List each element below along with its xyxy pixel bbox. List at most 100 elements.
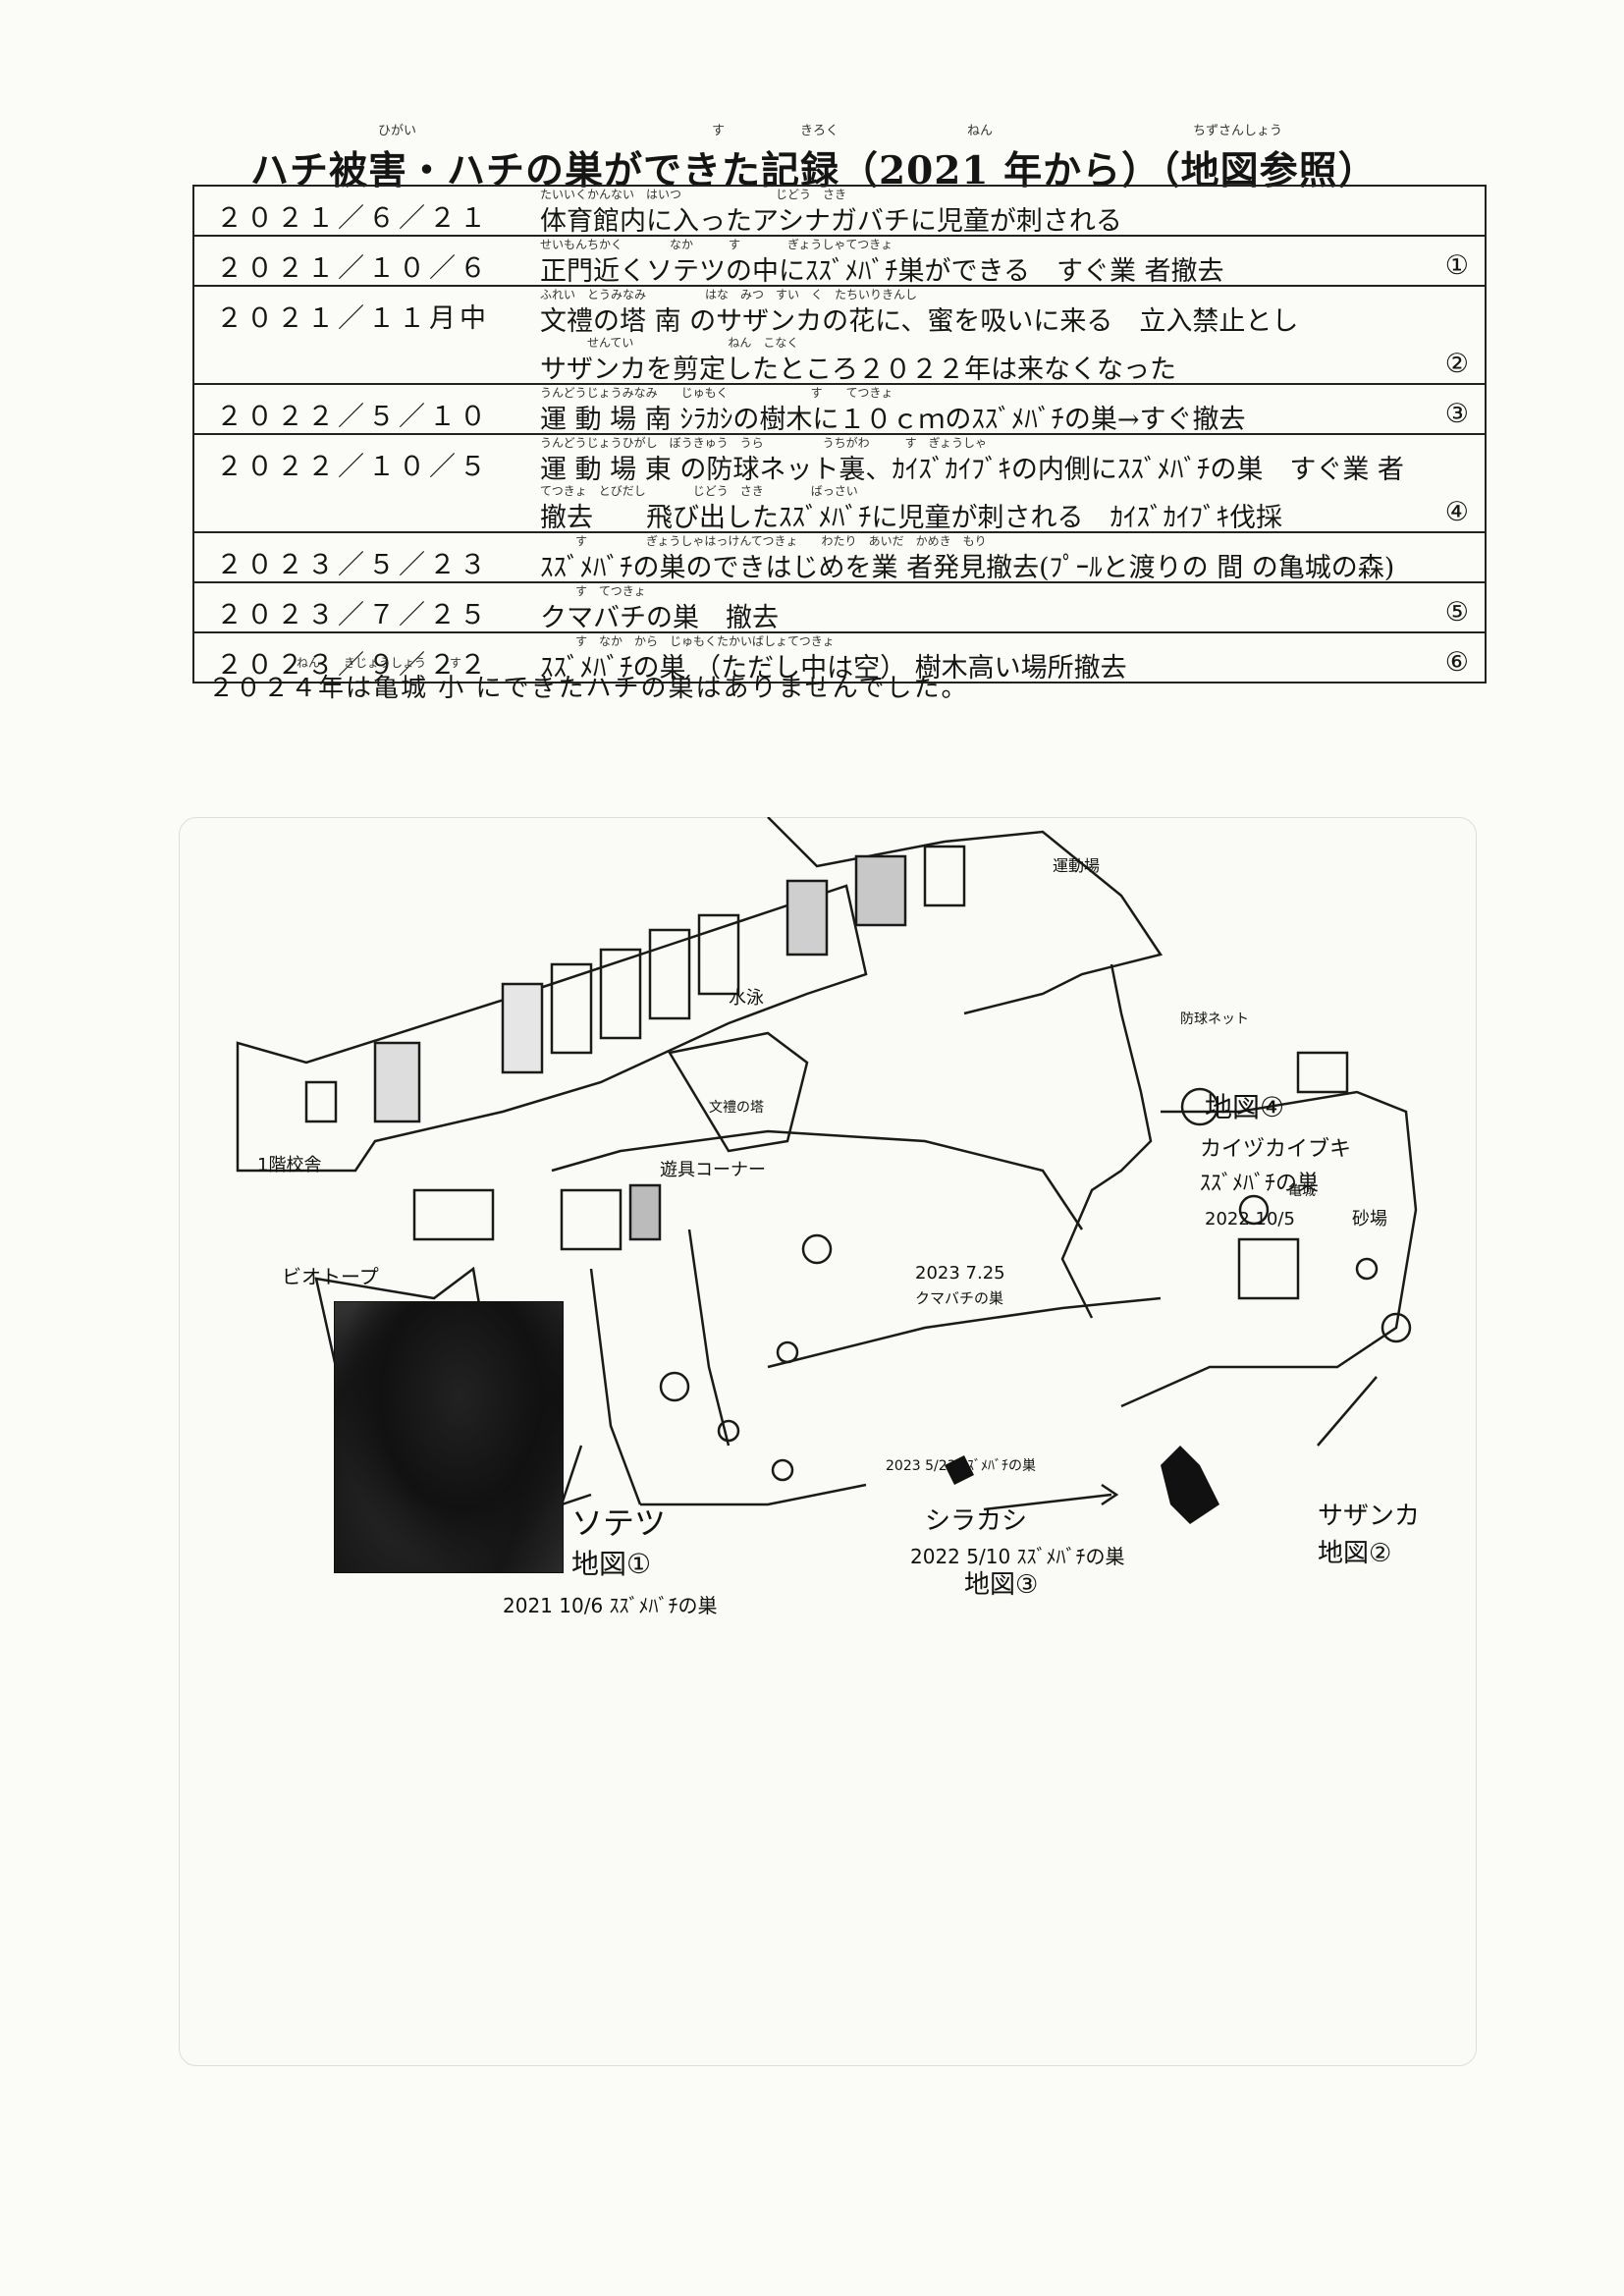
map-ref-mark: ⑥ — [1444, 647, 1469, 678]
ruby-text: ねん — [967, 124, 994, 138]
map-ref-mark: ③ — [1444, 399, 1469, 429]
tree-icon — [1238, 1194, 1270, 1226]
fence-line — [687, 1229, 731, 1447]
building-block — [304, 1080, 338, 1123]
map-label: サザンカ — [1318, 1502, 1420, 1531]
map-label: シラカシ — [925, 1506, 1027, 1536]
building-block — [501, 982, 544, 1074]
building-block — [628, 1183, 662, 1241]
building-block — [648, 928, 691, 1020]
desc-text: サザンカを剪定したところ２０２２年は来なくなった — [540, 355, 1176, 385]
boundary-line — [1060, 963, 1153, 1319]
map-ref-mark: ⑤ — [1444, 597, 1469, 628]
record-date: ２０２１／１１月中 — [193, 285, 540, 385]
map-label: 2022 10/5 — [1205, 1209, 1295, 1230]
ruby-text: うんどうじょうみなみ じゅもく す てつきょ — [540, 386, 893, 400]
nest-icon — [945, 1455, 974, 1485]
map-label: 水泳 — [729, 988, 764, 1009]
table-row: ２０２３／９／２２ す なか から じゅもくたかいばしょてつきょ ｽｽﾞﾒﾊﾞﾁ… — [193, 631, 1486, 683]
desc-line: せんてい ねん こなく サザンカを剪定したところ２０２２年は来なくなった ② — [540, 335, 1485, 385]
desc-text: 撤去 飛び出したｽｽﾞﾒﾊﾞﾁに児童が刺される ｶｲｽﾞｶｲﾌﾞｷ伐採 — [540, 503, 1282, 533]
ruby-text: たいいくかんない はいつ じどう さき — [540, 188, 847, 201]
tree-icon — [776, 1340, 799, 1364]
record-desc: ふれい とうみなみ はな みつ すい く たちいりきんし 文禮の塔 南 のサザン… — [540, 285, 1486, 385]
tree-icon — [771, 1458, 794, 1482]
building-block — [1237, 1237, 1300, 1300]
tree-icon — [1380, 1312, 1412, 1343]
map-label: 1階校舎 — [257, 1155, 321, 1175]
map-label: 砂場 — [1352, 1209, 1387, 1230]
record-date: ２０２１／１０／６ — [193, 235, 540, 287]
note-ruby: ねん きじょうしょう す — [208, 654, 895, 670]
desc-line: うんどうじょうひがし ぼうきゅう うら うちがわ す ぎょうしゃ 運 動 場 東… — [540, 435, 1485, 485]
table-row: ２０２３／５／２３ す ぎょうしゃはっけんてつきょ わたり あいだ かめき もり… — [193, 531, 1486, 583]
boundary-line — [551, 1129, 1084, 1230]
arrow-icon — [1101, 1483, 1119, 1506]
tree-icon — [659, 1371, 690, 1402]
map-label: 地図④ — [1205, 1091, 1284, 1123]
record-desc: す なか から じゅもくたかいばしょてつきょ ｽｽﾞﾒﾊﾞﾁの巣 （ただし中は空… — [540, 631, 1486, 683]
desc-text: クマバチの巣 撤去 — [540, 603, 779, 633]
title-ruby: ひがい す きろく ねん ちずさんしょう — [339, 120, 1321, 139]
building-outline — [236, 884, 868, 1173]
ruby-text: ひがい — [378, 124, 417, 138]
biotope-area — [314, 1266, 485, 1369]
record-date: ２０２３／７／２５ — [193, 581, 540, 633]
map-label: 亀城 — [1288, 1183, 1316, 1199]
map-label: ソテツ — [571, 1504, 666, 1542]
desc-line: うんどうじょうみなみ じゅもく す てつきょ 運 動 場 南 ｼﾗｶｼの樹木に１… — [540, 385, 1485, 435]
map-label: クマバチの巣 — [915, 1289, 1003, 1307]
record-date: ２０２２／５／１０ — [193, 383, 540, 435]
tree-icon — [801, 1233, 833, 1265]
map-label: 地図① — [571, 1548, 651, 1580]
ruby-text: す てつきょ — [540, 584, 646, 598]
table-row: ２０２３／７／２５ す てつきょ クマバチの巣 撤去 ⑤ — [193, 581, 1486, 633]
record-desc: す てつきょ クマバチの巣 撤去 ⑤ — [540, 581, 1486, 633]
map-label: ｽｽﾞﾒﾊﾞﾁの巣 — [1200, 1172, 1319, 1196]
school-map: 1階校舎 ビオトープ 遊具コーナー 水泳 砂場 亀城 運動場 防球ネット 文禮の… — [236, 817, 1420, 1617]
tree-icon — [1180, 1087, 1219, 1126]
boundary-line — [1120, 1090, 1418, 1408]
desc-line: せいもんちかく なか す ぎょうしゃてつきょ 正門近くソテツの中にｽｽﾞﾒﾊﾞﾁ… — [540, 237, 1485, 287]
fence-line — [589, 1268, 642, 1505]
desc-line: たいいくかんない はいつ じどう さき 体育館内に入ったアシナガバチに児童が刺さ… — [540, 187, 1485, 237]
ruby-text: せいもんちかく なか す ぎょうしゃてつきょ — [540, 238, 893, 251]
fence-line — [640, 1483, 867, 1506]
map-label: 文禮の塔 — [709, 1100, 764, 1116]
map-ref-mark: ② — [1444, 349, 1469, 379]
ruby-text: ふれい とうみなみ はな みつ すい く たちいりきんし — [540, 288, 918, 301]
building-block — [923, 845, 966, 907]
tower-area — [668, 1031, 809, 1153]
desc-text: 正門近くソテツの中にｽｽﾞﾒﾊﾞﾁ巣ができる すぐ業 者撤去 — [540, 256, 1224, 287]
table-row: ２０２１／１１月中 ふれい とうみなみ はな みつ すい く たちいりきんし 文… — [193, 285, 1486, 385]
ruby-text: ねん きじょうしょう す — [297, 656, 462, 670]
ruby-text: きろく — [800, 124, 839, 138]
record-desc: す ぎょうしゃはっけんてつきょ わたり あいだ かめき もり ｽｽﾞﾒﾊﾞﾁの巣… — [540, 531, 1486, 583]
record-date: ２０２３／５／２３ — [193, 531, 540, 583]
record-desc: せいもんちかく なか す ぎょうしゃてつきょ 正門近くソテツの中にｽｽﾞﾒﾊﾞﾁ… — [540, 235, 1486, 287]
building-block — [785, 879, 829, 957]
fence-line — [767, 1296, 1162, 1369]
map-label: 2021 10/6 ｽｽﾞﾒﾊﾞﾁの巣 — [503, 1594, 718, 1617]
map-label: 運動場 — [1053, 856, 1100, 875]
record-desc: うんどうじょうみなみ じゅもく す てつきょ 運 動 場 南 ｼﾗｶｼの樹木に１… — [540, 383, 1486, 435]
record-date: ２０２２／１０／５ — [193, 433, 540, 533]
record-desc: たいいくかんない はいつ じどう さき 体育館内に入ったアシナガバチに児童が刺さ… — [540, 185, 1486, 237]
building-block — [697, 913, 740, 996]
building-block — [412, 1188, 495, 1241]
ruby-text: ちずさんしょう — [1193, 124, 1283, 138]
building-block — [373, 1041, 421, 1123]
map-label: 地図③ — [964, 1570, 1038, 1600]
desc-text: ｽｽﾞﾒﾊﾞﾁの巣 （ただし中は空） 樹木高い場所撤去 — [540, 653, 1127, 683]
desc-line: す ぎょうしゃはっけんてつきょ わたり あいだ かめき もり ｽｽﾞﾒﾊﾞﾁの巣… — [540, 533, 1485, 583]
ruby-text: せんてい ねん こなく — [540, 336, 799, 350]
desc-line: す てつきょ クマバチの巣 撤去 ⑤ — [540, 583, 1485, 633]
arrow-icon — [560, 1445, 592, 1506]
map-label: 防球ネット — [1180, 1011, 1249, 1027]
table-row: ２０２２／１０／５ うんどうじょうひがし ぼうきゅう うら うちがわ す ぎょう… — [193, 433, 1486, 533]
ruby-text: す なか から じゅもくたかいばしょてつきょ — [540, 634, 835, 648]
tree-icon — [717, 1419, 740, 1443]
building-block — [854, 854, 907, 927]
table-row: ２０２２／５／１０ うんどうじょうみなみ じゅもく す てつきょ 運 動 場 南… — [193, 383, 1486, 435]
ruby-text: うんどうじょうひがし ぼうきゅう うら うちがわ す ぎょうしゃ — [540, 436, 988, 450]
